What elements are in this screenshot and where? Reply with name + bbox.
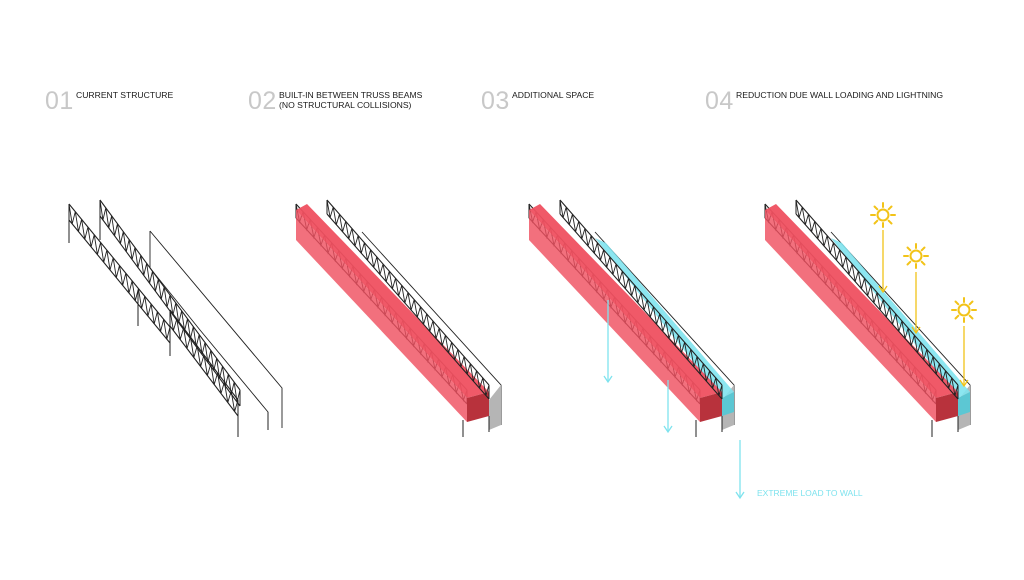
extreme-load-label: EXTREME LOAD TO WALL bbox=[757, 488, 863, 498]
sun-icon bbox=[870, 202, 896, 228]
step-number: 03 bbox=[481, 87, 510, 115]
step-label-line: CURRENT STRUCTURE bbox=[76, 90, 174, 100]
volume-top-face bbox=[296, 204, 489, 398]
step-label: BUILT-IN BETWEEN TRUSS BEAMS (NO STRUCTU… bbox=[279, 90, 422, 110]
step-number: 04 bbox=[705, 87, 734, 115]
truss-beam-front bbox=[559, 199, 723, 400]
light-arrow-icon bbox=[959, 326, 969, 388]
sun-ray bbox=[887, 205, 893, 211]
volume-end-face bbox=[936, 392, 958, 422]
truss-web bbox=[326, 199, 490, 396]
truss-beam-rear-2 bbox=[169, 309, 239, 417]
truss-beam-front bbox=[795, 199, 959, 400]
load-arrow-icon bbox=[735, 440, 745, 500]
volume-top-face bbox=[529, 204, 722, 398]
load-arrow-icon bbox=[663, 380, 673, 434]
sun-ray bbox=[906, 246, 912, 252]
truss-bottom-chord bbox=[326, 213, 490, 400]
sun-ray bbox=[873, 205, 879, 211]
step-label: ADDITIONAL SPACE bbox=[512, 90, 594, 100]
arrow-head bbox=[735, 491, 745, 500]
step-label-line: ADDITIONAL SPACE bbox=[512, 90, 595, 100]
volume-end-face bbox=[700, 392, 722, 422]
sun-ray bbox=[920, 260, 926, 266]
diagram-additional-space bbox=[528, 199, 735, 437]
wall-end-shade bbox=[489, 385, 501, 430]
truss-beam-front bbox=[99, 199, 241, 407]
step-label: CURRENT STRUCTURE bbox=[76, 90, 173, 100]
truss-bottom-chord bbox=[559, 213, 723, 400]
step-label-line: BUILT-IN BETWEEN TRUSS BEAMS bbox=[279, 90, 423, 100]
addition-top-face bbox=[831, 238, 970, 398]
light-arrow-icon bbox=[911, 272, 921, 335]
volume-side-face bbox=[529, 210, 700, 422]
arrow-head bbox=[878, 285, 888, 294]
diagram-current-structure bbox=[68, 199, 283, 437]
sun-disc bbox=[876, 208, 890, 222]
step-number: 01 bbox=[45, 87, 74, 115]
truss-web bbox=[795, 199, 959, 396]
arrow-head bbox=[663, 425, 673, 434]
volume-side-face bbox=[296, 210, 467, 422]
step-label-line: REDUCTION DUE WALL LOADING AND LIGHTNING bbox=[736, 90, 944, 100]
sun-icon bbox=[951, 297, 977, 323]
sun-disc bbox=[909, 249, 923, 263]
truss-bottom-chord bbox=[68, 219, 171, 344]
truss-web bbox=[559, 199, 723, 396]
addition-end-face bbox=[722, 392, 734, 416]
sun-ray bbox=[906, 260, 912, 266]
truss-bottom-chord bbox=[169, 325, 239, 417]
volume-end-face bbox=[467, 392, 489, 422]
sun-ray bbox=[920, 246, 926, 252]
arrow-head bbox=[959, 379, 969, 388]
truss-web bbox=[68, 203, 171, 340]
sun-ray bbox=[954, 314, 960, 320]
wall-outline bbox=[149, 230, 283, 428]
diagram-built-in-volume bbox=[295, 199, 502, 437]
step-label: REDUCTION DUE WALL LOADING AND LIGHTNING bbox=[736, 90, 943, 100]
sun-ray bbox=[873, 219, 879, 225]
truss-bottom-chord bbox=[795, 213, 959, 400]
volume-top-face bbox=[765, 204, 958, 398]
red-volume bbox=[765, 204, 958, 422]
truss-beam-front bbox=[326, 199, 490, 400]
sun-ray bbox=[954, 300, 960, 306]
step-number: 02 bbox=[248, 87, 277, 115]
truss-web bbox=[169, 309, 239, 412]
sun-disc bbox=[957, 303, 971, 317]
addition-end-face bbox=[958, 392, 970, 416]
diagram-reduction bbox=[764, 199, 977, 437]
arrow-head bbox=[603, 375, 613, 384]
addition-top-face bbox=[595, 238, 734, 398]
red-volume bbox=[529, 204, 722, 422]
sun-ray bbox=[968, 300, 974, 306]
sun-ray bbox=[968, 314, 974, 320]
truss-web bbox=[99, 199, 241, 403]
light-arrow-icon bbox=[878, 230, 888, 294]
sun-icon bbox=[903, 243, 929, 269]
sun-ray bbox=[887, 219, 893, 225]
red-volume bbox=[296, 204, 489, 422]
step-label-line: (NO STRUCTURAL COLLISIONS) bbox=[279, 100, 412, 110]
arrow-head bbox=[911, 326, 921, 335]
volume-side-face bbox=[765, 210, 936, 422]
load-arrow-icon bbox=[603, 300, 613, 384]
